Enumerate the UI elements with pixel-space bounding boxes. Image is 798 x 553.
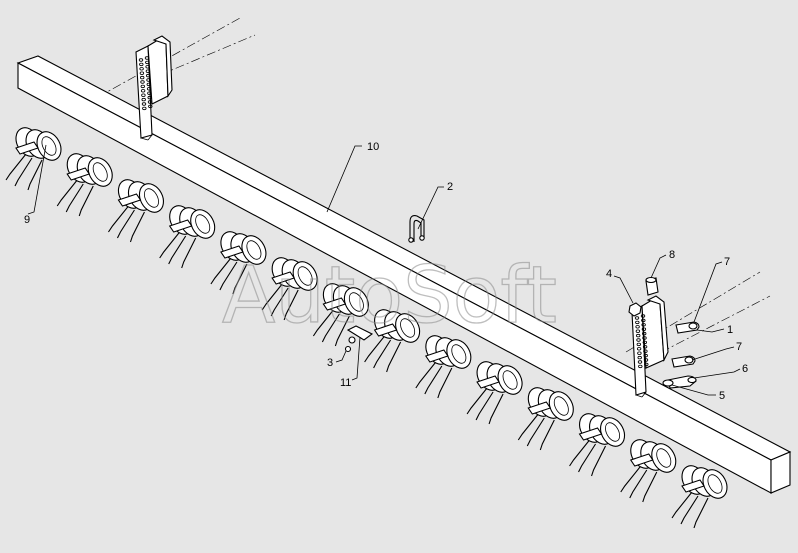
bracket-hole bbox=[644, 362, 649, 367]
callout-7-lower: 7 bbox=[736, 341, 742, 353]
bracket-hole bbox=[643, 353, 648, 358]
bracket-hole bbox=[139, 71, 145, 75]
mounting-bracket-right bbox=[631, 295, 669, 398]
bracket-hole bbox=[642, 340, 647, 345]
bracket-hole bbox=[642, 345, 648, 349]
bracket-hole bbox=[139, 75, 145, 80]
bracket-hole bbox=[641, 323, 646, 327]
bracket-hole bbox=[145, 73, 151, 78]
bracket-hole bbox=[140, 84, 145, 89]
callout-10: 10 bbox=[367, 141, 379, 153]
spring-tines bbox=[5, 127, 728, 529]
bracket-hole bbox=[636, 333, 641, 338]
bracket-hole-row-right bbox=[634, 314, 649, 369]
bracket-hole bbox=[643, 349, 648, 353]
bracket-hole bbox=[641, 318, 646, 323]
bracket-hole bbox=[642, 331, 647, 336]
bracket-hole bbox=[635, 320, 640, 325]
bracket-hole bbox=[141, 102, 147, 106]
bracket-hole bbox=[642, 336, 647, 340]
bracket-hole bbox=[146, 78, 151, 82]
callout-6: 6 bbox=[742, 363, 748, 375]
bracket-hole bbox=[146, 87, 152, 91]
watermark-text: AutoSoft bbox=[222, 251, 557, 341]
bracket-hole bbox=[140, 80, 145, 84]
bracket-hole bbox=[147, 100, 153, 104]
bracket-hole bbox=[138, 58, 144, 62]
bracket-hole bbox=[636, 338, 641, 342]
bracket-hole bbox=[139, 67, 144, 71]
spring-tine bbox=[671, 465, 728, 529]
bracket-hole bbox=[146, 82, 151, 87]
mounting-bracket-left bbox=[135, 35, 173, 141]
spring-tine bbox=[159, 205, 216, 269]
spring-tine bbox=[108, 179, 165, 243]
spring-tine bbox=[210, 231, 267, 295]
bracket-hole bbox=[641, 327, 647, 331]
bracket-hole bbox=[635, 329, 641, 333]
spring-tine bbox=[517, 387, 574, 451]
callout-11: 11 bbox=[340, 377, 351, 389]
bracket-hole bbox=[144, 56, 150, 60]
spring-tine bbox=[312, 283, 369, 347]
bracket-hole bbox=[148, 104, 153, 109]
bracket-hole bbox=[640, 314, 646, 318]
callout-5: 5 bbox=[719, 390, 725, 402]
callout-7-upper: 7 bbox=[724, 256, 730, 268]
callout-labels: 10 2 4 8 7 1 7 6 5 9 3 11 bbox=[24, 141, 748, 402]
bracket-hole bbox=[147, 95, 152, 100]
bracket-hole bbox=[643, 358, 649, 362]
spring-tine bbox=[5, 127, 62, 191]
bracket-hole bbox=[635, 325, 640, 329]
bracket-hole bbox=[145, 65, 150, 69]
bracket-hole bbox=[634, 316, 640, 320]
spring-tine bbox=[466, 361, 523, 425]
spring-tine bbox=[569, 413, 626, 477]
callout-1: 1 bbox=[727, 324, 733, 336]
bracket-hole bbox=[145, 60, 150, 65]
leader-lines bbox=[27, 144, 741, 396]
u-bolt bbox=[408, 215, 425, 243]
callout-3: 3 bbox=[327, 357, 333, 369]
bracket-hole bbox=[637, 360, 643, 364]
bracket-hole bbox=[637, 351, 642, 355]
callout-9: 9 bbox=[24, 214, 30, 226]
square-tube-beam bbox=[16, 55, 792, 494]
bracket-hole bbox=[147, 91, 152, 95]
bracket-hole bbox=[636, 347, 642, 351]
spring-tine bbox=[261, 257, 318, 321]
hardware-right bbox=[628, 276, 700, 389]
bracket-hole bbox=[636, 342, 641, 347]
bracket-hole bbox=[141, 93, 146, 97]
spring-tine bbox=[620, 439, 677, 503]
callout-2: 2 bbox=[447, 181, 453, 193]
clamp-plate bbox=[344, 325, 374, 353]
bracket-hole bbox=[145, 69, 151, 73]
bracket-hole bbox=[638, 364, 643, 369]
callout-4: 4 bbox=[606, 268, 612, 280]
spring-tine bbox=[56, 153, 113, 217]
spring-tine bbox=[364, 309, 421, 373]
spring-tine bbox=[415, 335, 472, 399]
bracket-hole-row-left bbox=[138, 56, 153, 111]
bracket-hole bbox=[142, 106, 147, 111]
callout-8: 8 bbox=[669, 249, 675, 261]
bracket-hole bbox=[140, 89, 146, 93]
bracket-hole bbox=[637, 355, 642, 360]
bracket-hole bbox=[139, 62, 144, 67]
bracket-hole bbox=[141, 97, 146, 102]
